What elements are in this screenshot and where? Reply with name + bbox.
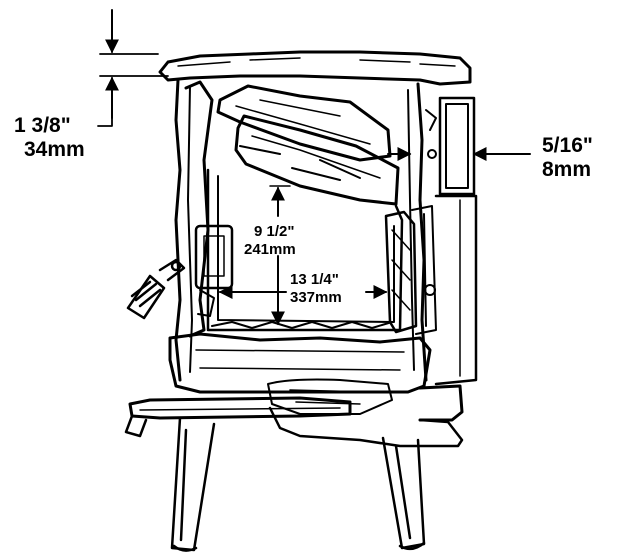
firebox-depth-imperial: 13 1/4" — [290, 271, 339, 288]
right-leg — [381, 436, 426, 551]
baffles — [216, 84, 400, 206]
firebox-height-metric: 241mm — [244, 241, 296, 258]
door-handle — [126, 258, 186, 320]
stove-body — [124, 50, 478, 448]
dimension-firebox-height: 9 1/2" 241mm — [244, 185, 296, 326]
side-gap-imperial: 5/16" — [542, 134, 593, 157]
front-door — [184, 80, 234, 338]
dimension-top-clearance: 1 3/8" 34mm — [14, 9, 169, 161]
side-gap-metric: 8mm — [542, 158, 591, 181]
firebox-height-imperial: 9 1/2" — [254, 223, 294, 240]
dimension-firebox-depth: 13 1/4" 337mm — [218, 271, 388, 306]
left-leg — [170, 416, 216, 552]
firebox — [206, 168, 418, 334]
top-clearance-metric: 34mm — [24, 138, 85, 161]
firebox-depth-metric: 337mm — [290, 289, 342, 306]
dimension-side-gap: 5/16" 8mm — [387, 134, 593, 181]
top-clearance-imperial: 1 3/8" — [14, 114, 71, 137]
rear-details — [411, 109, 437, 335]
